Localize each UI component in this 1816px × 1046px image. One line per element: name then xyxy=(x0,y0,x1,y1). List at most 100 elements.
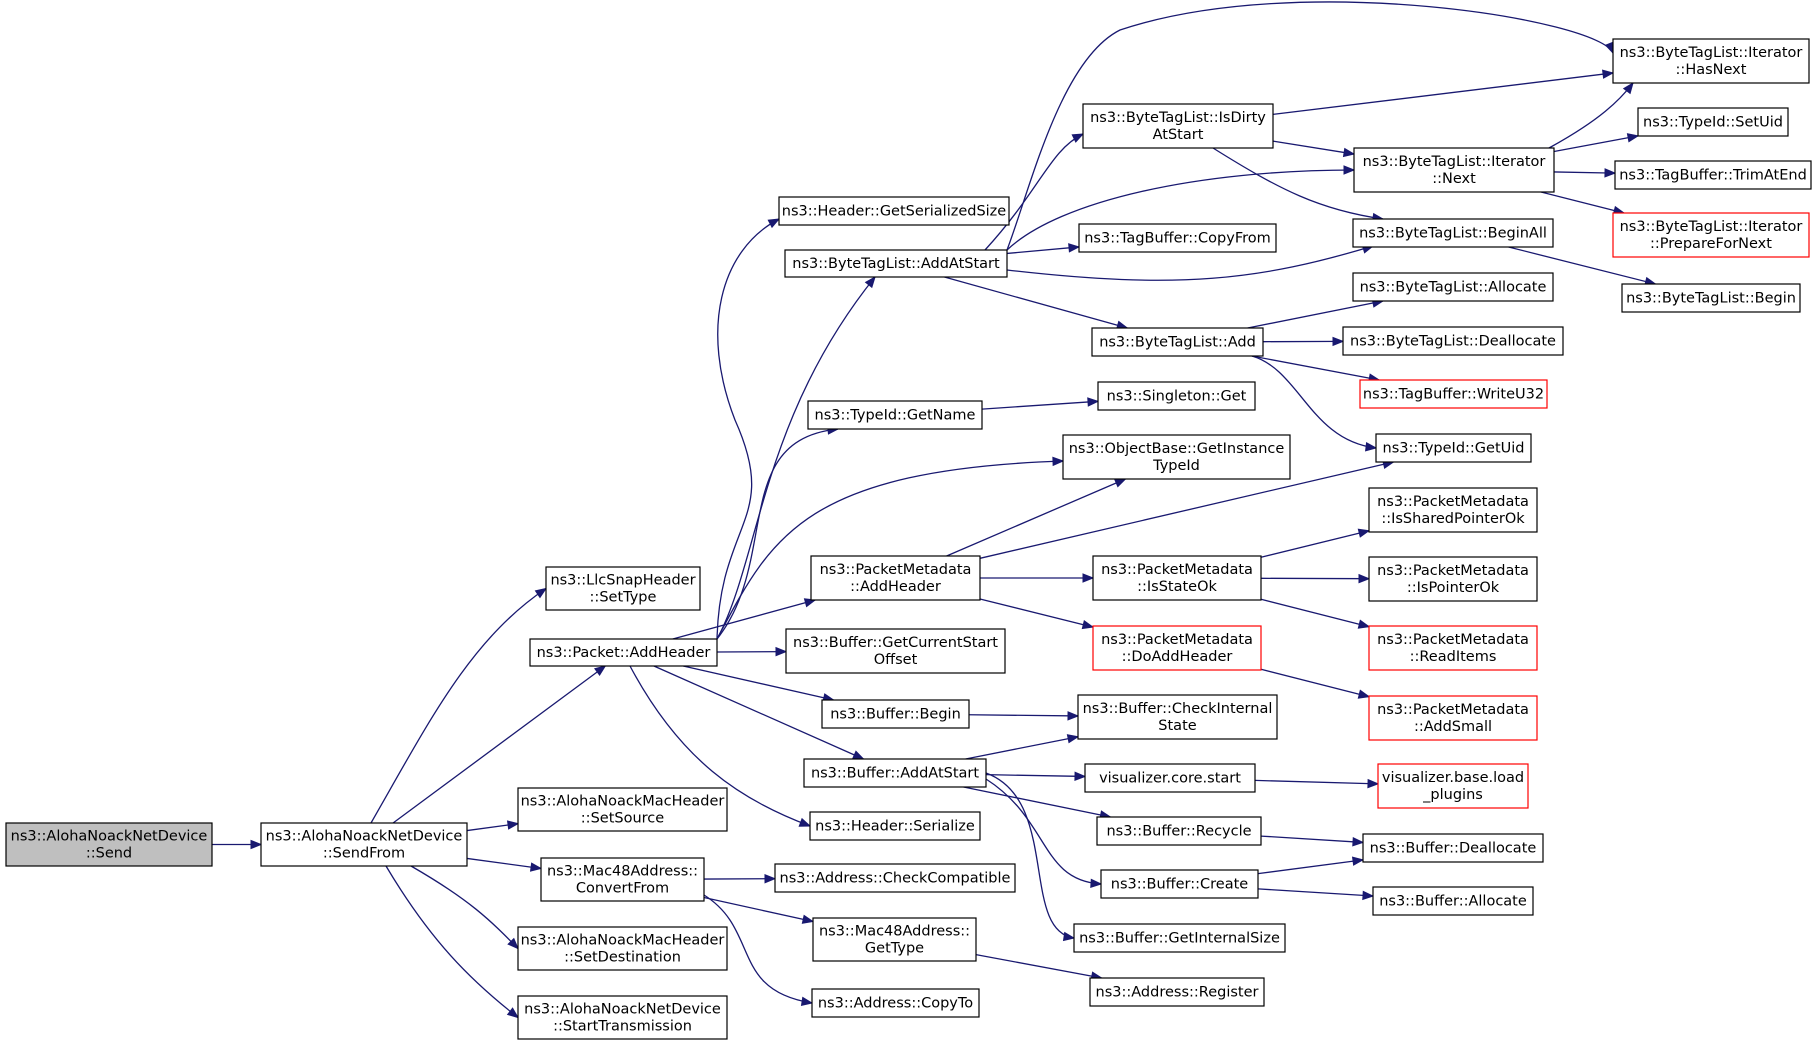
node-label-btl_begin-line-0: ns3::ByteTagList::Begin xyxy=(1626,291,1796,307)
node-vis_base_load[interactable]: visualizer.base.load_plugins xyxy=(1377,763,1529,809)
node-buf_create[interactable]: ns3::Buffer::Create xyxy=(1100,869,1259,899)
node-mac48_convertfrom[interactable]: ns3::Mac48Address::ConvertFrom xyxy=(540,857,705,902)
node-pm_isstateok[interactable]: ns3::PacketMetadata::IsStateOk xyxy=(1092,555,1262,601)
node-label-buf_getcurstart-line-0: ns3::Buffer::GetCurrentStart xyxy=(793,635,998,651)
node-btl_addatstart[interactable]: ns3::ByteTagList::AddAtStart xyxy=(784,249,1008,278)
node-label-pm_doaddheader-line-0: ns3::PacketMetadata xyxy=(1101,632,1253,648)
node-label-addr_copyto-line-0: ns3::Address::CopyTo xyxy=(818,996,973,1012)
node-start_tx[interactable]: ns3::AlohaNoackNetDevice::StartTransmiss… xyxy=(517,995,728,1040)
node-tb_writeu32[interactable]: ns3::TagBuffer::WriteU32 xyxy=(1359,379,1548,409)
node-vis_core_start[interactable]: visualizer.core.start xyxy=(1084,763,1256,793)
node-label-pm_addsmall-line-0: ns3::PacketMetadata xyxy=(1377,702,1529,718)
node-label-btl_it_hasnext-line-1: ::HasNext xyxy=(1676,62,1747,78)
node-btl_beginall[interactable]: ns3::ByteTagList::BeginAll xyxy=(1352,218,1554,248)
node-addr_checkcompat[interactable]: ns3::Address::CheckCompatible xyxy=(774,863,1016,893)
node-label-btl_isdirty-line-0: ns3::ByteTagList::IsDirty xyxy=(1090,110,1266,126)
node-label-mac_setdest-line-1: ::SetDestination xyxy=(564,950,681,966)
node-llc_settype[interactable]: ns3::LlcSnapHeader::SetType xyxy=(545,566,701,611)
node-tb_trimatend[interactable]: ns3::TagBuffer::TrimAtEnd xyxy=(1614,160,1812,190)
node-btl_deallocate[interactable]: ns3::ByteTagList::Deallocate xyxy=(1342,326,1564,356)
node-box-btl_add xyxy=(1091,327,1264,357)
edge-pm_doaddheader-to-pm_addsmall xyxy=(1260,668,1370,698)
edge-btl_it_next-to-btl_it_hasnext-arrowhead xyxy=(1622,81,1634,95)
node-typeid_setuid[interactable]: ns3::TypeId::SetUid xyxy=(1637,107,1789,137)
node-mac_setdest[interactable]: ns3::AlohaNoackMacHeader::SetDestination xyxy=(517,926,728,971)
edge-pkt_addheader-to-pm_addheader xyxy=(672,599,816,640)
edge-btl_isdirty-to-btl_it_next-arrowhead xyxy=(1342,147,1356,158)
node-buf_begin[interactable]: ns3::Buffer::Begin xyxy=(821,699,970,729)
node-label-vis_core_start-line-0: visualizer.core.start xyxy=(1099,771,1241,787)
node-label-btl_it_next-line-1: ::Next xyxy=(1432,171,1476,187)
node-box-typeid_getuid xyxy=(1375,433,1532,463)
node-btl_it_hasnext[interactable]: ns3::ByteTagList::Iterator::HasNext xyxy=(1612,38,1810,84)
edge-buf_begin-to-buf_checkinternal xyxy=(968,714,1079,717)
node-pm_addheader[interactable]: ns3::PacketMetadata::AddHeader xyxy=(810,555,981,601)
node-pm_readitems[interactable]: ns3::PacketMetadata::ReadItems xyxy=(1368,625,1538,671)
node-buf_allocate[interactable]: ns3::Buffer::Allocate xyxy=(1372,886,1534,916)
edge-buf_create-to-buf_allocate-arrowhead xyxy=(1362,890,1375,901)
edge-typeid_getname-to-singleton_get-arrowhead xyxy=(1087,397,1100,407)
node-btl_allocate[interactable]: ns3::ByteTagList::Allocate xyxy=(1352,272,1554,302)
node-box-sendfrom xyxy=(260,822,468,867)
edge-buf_addatstart-to-buf_checkinternal xyxy=(965,736,1079,760)
edge-pkt_addheader-to-buf_getcurstart-arrowhead xyxy=(775,646,788,657)
node-typeid_getname[interactable]: ns3::TypeId::GetName xyxy=(807,400,983,430)
node-sendfrom[interactable]: ns3::AlohaNoackNetDevice::SendFrom xyxy=(260,822,468,867)
node-label-pm_issharedptrok-line-1: ::IsSharedPointerOk xyxy=(1381,511,1525,527)
node-box-send xyxy=(5,822,213,867)
node-mac48_gettype[interactable]: ns3::Mac48Address::GetType xyxy=(812,917,977,962)
node-label-btl_beginall-line-0: ns3::ByteTagList::BeginAll xyxy=(1359,226,1547,242)
edge-pkt_addheader-to-pm_addheader-arrowhead xyxy=(803,598,817,608)
edge-typeid_getname-to-singleton_get xyxy=(981,400,1099,410)
edge-sendfrom-to-pkt_addheader xyxy=(392,665,606,824)
node-label-pm_isstateok-line-1: ::IsStateOk xyxy=(1137,579,1217,595)
edge-btl_it_next-to-btl_it_prepfornext xyxy=(1540,191,1625,214)
node-label-btl_allocate-line-0: ns3::ByteTagList::Allocate xyxy=(1360,280,1547,296)
node-label-sendfrom-line-0: ns3::AlohaNoackNetDevice xyxy=(266,829,463,845)
node-box-buf_getcurstart xyxy=(785,628,1006,674)
node-singleton_get[interactable]: ns3::Singleton::Get xyxy=(1097,381,1256,411)
edge-btl_addatstart-to-btl_add xyxy=(944,276,1128,329)
node-btl_begin[interactable]: ns3::ByteTagList::Begin xyxy=(1621,283,1801,313)
node-pm_issharedptrok[interactable]: ns3::PacketMetadata::IsSharedPointerOk xyxy=(1368,487,1538,533)
node-box-mac_setdest xyxy=(517,926,728,971)
node-box-pm_addheader xyxy=(810,555,981,601)
node-btl_it_next[interactable]: ns3::ByteTagList::Iterator::Next xyxy=(1353,147,1555,193)
edge-pkt_addheader-to-hdr_getsersize xyxy=(716,218,780,640)
node-box-hdr_getsersize xyxy=(778,196,1010,226)
node-buf_recycle[interactable]: ns3::Buffer::Recycle xyxy=(1096,816,1262,846)
node-pm_ispointerok[interactable]: ns3::PacketMetadata::IsPointerOk xyxy=(1368,556,1538,602)
node-box-btl_allocate xyxy=(1352,272,1554,302)
node-mac_setsource[interactable]: ns3::AlohaNoackMacHeader::SetSource xyxy=(517,787,728,832)
node-box-vis_core_start xyxy=(1084,763,1256,793)
edge-mac48_convertfrom-to-addr_copyto xyxy=(703,894,813,1004)
node-label-typeid_setuid-line-0: ns3::TypeId::SetUid xyxy=(1643,115,1783,131)
node-pkt_addheader[interactable]: ns3::Packet::AddHeader xyxy=(529,638,718,667)
node-buf_getinternalsize[interactable]: ns3::Buffer::GetInternalSize xyxy=(1073,923,1286,953)
node-label-pm_ispointerok-line-0: ns3::PacketMetadata xyxy=(1377,563,1529,579)
node-typeid_getuid[interactable]: ns3::TypeId::GetUid xyxy=(1375,433,1532,463)
node-label-buf_checkinternal-line-1: State xyxy=(1158,718,1196,734)
edge-sendfrom-to-mac48_convertfrom xyxy=(466,857,542,870)
node-pm_addsmall[interactable]: ns3::PacketMetadata::AddSmall xyxy=(1368,695,1538,741)
node-hdr_serialize[interactable]: ns3::Header::Serialize xyxy=(809,811,981,841)
node-addr_copyto[interactable]: ns3::Address::CopyTo xyxy=(811,988,980,1018)
edge-pkt_addheader-to-hdr_serialize xyxy=(629,665,811,827)
node-label-buf_getinternalsize-line-0: ns3::Buffer::GetInternalSize xyxy=(1079,931,1280,947)
node-label-btl_it_prepfornext-line-0: ns3::ByteTagList::Iterator xyxy=(1620,219,1803,235)
node-pm_doaddheader[interactable]: ns3::PacketMetadata::DoAddHeader xyxy=(1092,625,1262,671)
node-btl_add[interactable]: ns3::ByteTagList::Add xyxy=(1091,327,1264,357)
node-buf_addatstart[interactable]: ns3::Buffer::AddAtStart xyxy=(803,758,987,788)
node-hdr_getsersize[interactable]: ns3::Header::GetSerializedSize xyxy=(778,196,1010,226)
node-tb_copyfrom[interactable]: ns3::TagBuffer::CopyFrom xyxy=(1078,223,1277,253)
node-box-pm_readitems xyxy=(1368,625,1538,671)
node-btl_it_prepfornext[interactable]: ns3::ByteTagList::Iterator::PrepareForNe… xyxy=(1612,212,1810,258)
node-box-addr_checkcompat xyxy=(774,863,1016,893)
node-buf_deallocate[interactable]: ns3::Buffer::Deallocate xyxy=(1362,833,1544,863)
node-addr_register[interactable]: ns3::Address::Register xyxy=(1089,977,1265,1007)
node-send[interactable]: ns3::AlohaNoackNetDevice::Send xyxy=(5,822,213,867)
